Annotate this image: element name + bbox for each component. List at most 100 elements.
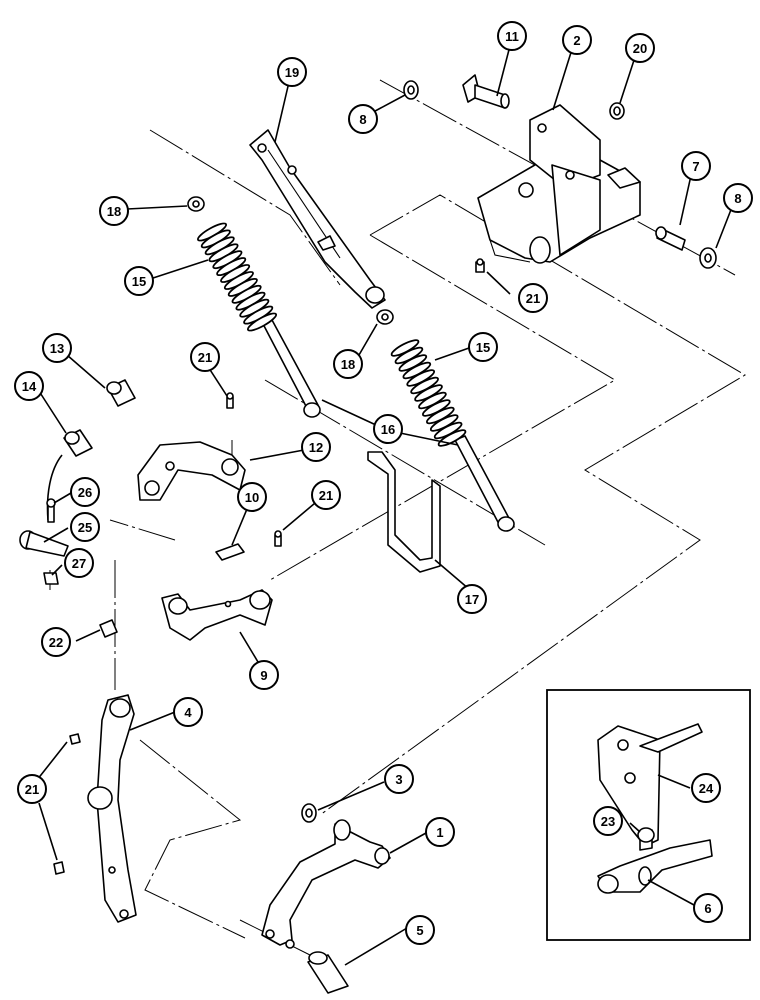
callout-27: 27 xyxy=(64,548,94,578)
callout-21-mid: 21 xyxy=(311,480,341,510)
snap-ring-part-3 xyxy=(301,803,317,823)
grease-fitting-part-21-top xyxy=(475,258,485,273)
callout-18-top: 18 xyxy=(99,196,129,226)
svg-text:15: 15 xyxy=(476,340,490,355)
svg-text:9: 9 xyxy=(260,668,267,683)
svg-text:27: 27 xyxy=(72,556,86,571)
svg-text:7: 7 xyxy=(692,159,699,174)
svg-text:12: 12 xyxy=(309,440,323,455)
clip-part-18-top xyxy=(187,196,205,212)
svg-text:21: 21 xyxy=(526,291,540,306)
lever-part-1 xyxy=(261,819,391,949)
bushing-part-13 xyxy=(106,379,136,407)
callout-21-top: 21 xyxy=(518,283,548,313)
grease-fitting-part-21-upper xyxy=(226,392,234,409)
callouts: 1 2 3 4 5 6 7 8 8 9 10 11 12 13 14 15 15… xyxy=(14,21,753,945)
svg-text:26: 26 xyxy=(78,485,92,500)
bushing-part-23 xyxy=(637,827,655,843)
callout-25: 25 xyxy=(70,512,100,542)
callout-19: 19 xyxy=(277,57,307,87)
callout-17: 17 xyxy=(457,584,487,614)
svg-text:6: 6 xyxy=(704,901,711,916)
link-part-19 xyxy=(249,129,386,309)
callout-14: 14 xyxy=(14,371,44,401)
callout-2: 2 xyxy=(562,25,592,55)
nut-part-27 xyxy=(43,572,59,585)
svg-text:19: 19 xyxy=(285,65,299,80)
callout-18-mid: 18 xyxy=(333,349,363,379)
svg-text:23: 23 xyxy=(601,814,615,829)
svg-text:18: 18 xyxy=(107,204,121,219)
arm-part-9 xyxy=(161,589,273,641)
bracket-part-24 xyxy=(597,723,703,851)
svg-text:15: 15 xyxy=(132,274,146,289)
callout-10: 10 xyxy=(237,482,267,512)
lever-part-4 xyxy=(87,694,137,923)
callout-7: 7 xyxy=(681,151,711,181)
callout-22: 22 xyxy=(41,627,71,657)
svg-text:16: 16 xyxy=(381,422,395,437)
callout-11: 11 xyxy=(497,21,527,51)
callout-8-right: 8 xyxy=(723,183,753,213)
key-part-10 xyxy=(215,543,245,561)
callout-21-upper: 21 xyxy=(190,342,220,372)
spring-rod-part-16-right xyxy=(454,435,515,532)
bushing-part-14 xyxy=(63,429,93,457)
spring-part-15-right xyxy=(390,339,467,447)
svg-text:22: 22 xyxy=(49,635,63,650)
callout-26: 26 xyxy=(70,477,100,507)
svg-text:13: 13 xyxy=(50,341,64,356)
grease-fitting-part-21-lower-b xyxy=(53,861,65,875)
svg-text:4: 4 xyxy=(184,705,192,720)
callout-8-left: 8 xyxy=(348,104,378,134)
pin-part-5 xyxy=(307,951,349,994)
callout-12: 12 xyxy=(301,432,331,462)
washer-part-8-left xyxy=(403,80,419,100)
svg-text:3: 3 xyxy=(395,772,402,787)
callout-5: 5 xyxy=(405,915,435,945)
grease-fitting-part-21-lower-a xyxy=(69,733,81,745)
svg-text:21: 21 xyxy=(25,782,39,797)
bracket-part-2 xyxy=(477,104,641,264)
callout-16: 16 xyxy=(373,414,403,444)
callout-9: 9 xyxy=(249,660,279,690)
svg-text:5: 5 xyxy=(416,923,423,938)
spring-part-15-left xyxy=(196,222,278,332)
svg-text:8: 8 xyxy=(734,191,741,206)
callout-6: 6 xyxy=(693,893,723,923)
callout-20: 20 xyxy=(625,33,655,63)
grease-fitting-part-21-mid xyxy=(274,530,282,547)
spring-rod-part-16-left xyxy=(261,319,321,418)
callout-1: 1 xyxy=(425,817,455,847)
svg-text:8: 8 xyxy=(359,112,366,127)
svg-text:1: 1 xyxy=(436,825,443,840)
svg-text:25: 25 xyxy=(78,520,92,535)
svg-text:17: 17 xyxy=(465,592,479,607)
callout-21-lower: 21 xyxy=(17,774,47,804)
grease-fitting-part-22 xyxy=(99,619,118,638)
screw-part-26 xyxy=(46,498,56,523)
arm-part-6 xyxy=(597,839,713,894)
svg-text:11: 11 xyxy=(505,29,519,44)
callout-23: 23 xyxy=(593,806,623,836)
pin-part-7 xyxy=(655,226,686,251)
svg-text:18: 18 xyxy=(341,357,355,372)
callout-24: 24 xyxy=(691,773,721,803)
washer-part-8-right xyxy=(699,247,717,269)
callout-15-right: 15 xyxy=(468,332,498,362)
clip-part-18-mid xyxy=(376,309,394,325)
svg-text:24: 24 xyxy=(699,781,714,796)
bolt-part-11 xyxy=(462,74,510,109)
svg-text:21: 21 xyxy=(198,350,212,365)
bolt-part-25 xyxy=(19,530,69,557)
callout-3: 3 xyxy=(384,764,414,794)
svg-text:20: 20 xyxy=(633,41,647,56)
callout-15-left: 15 xyxy=(124,266,154,296)
svg-text:21: 21 xyxy=(319,488,333,503)
callout-4: 4 xyxy=(173,697,203,727)
rod-part-17 xyxy=(367,451,441,573)
washer-part-20 xyxy=(609,102,625,120)
svg-text:14: 14 xyxy=(22,379,37,394)
callout-13: 13 xyxy=(42,333,72,363)
